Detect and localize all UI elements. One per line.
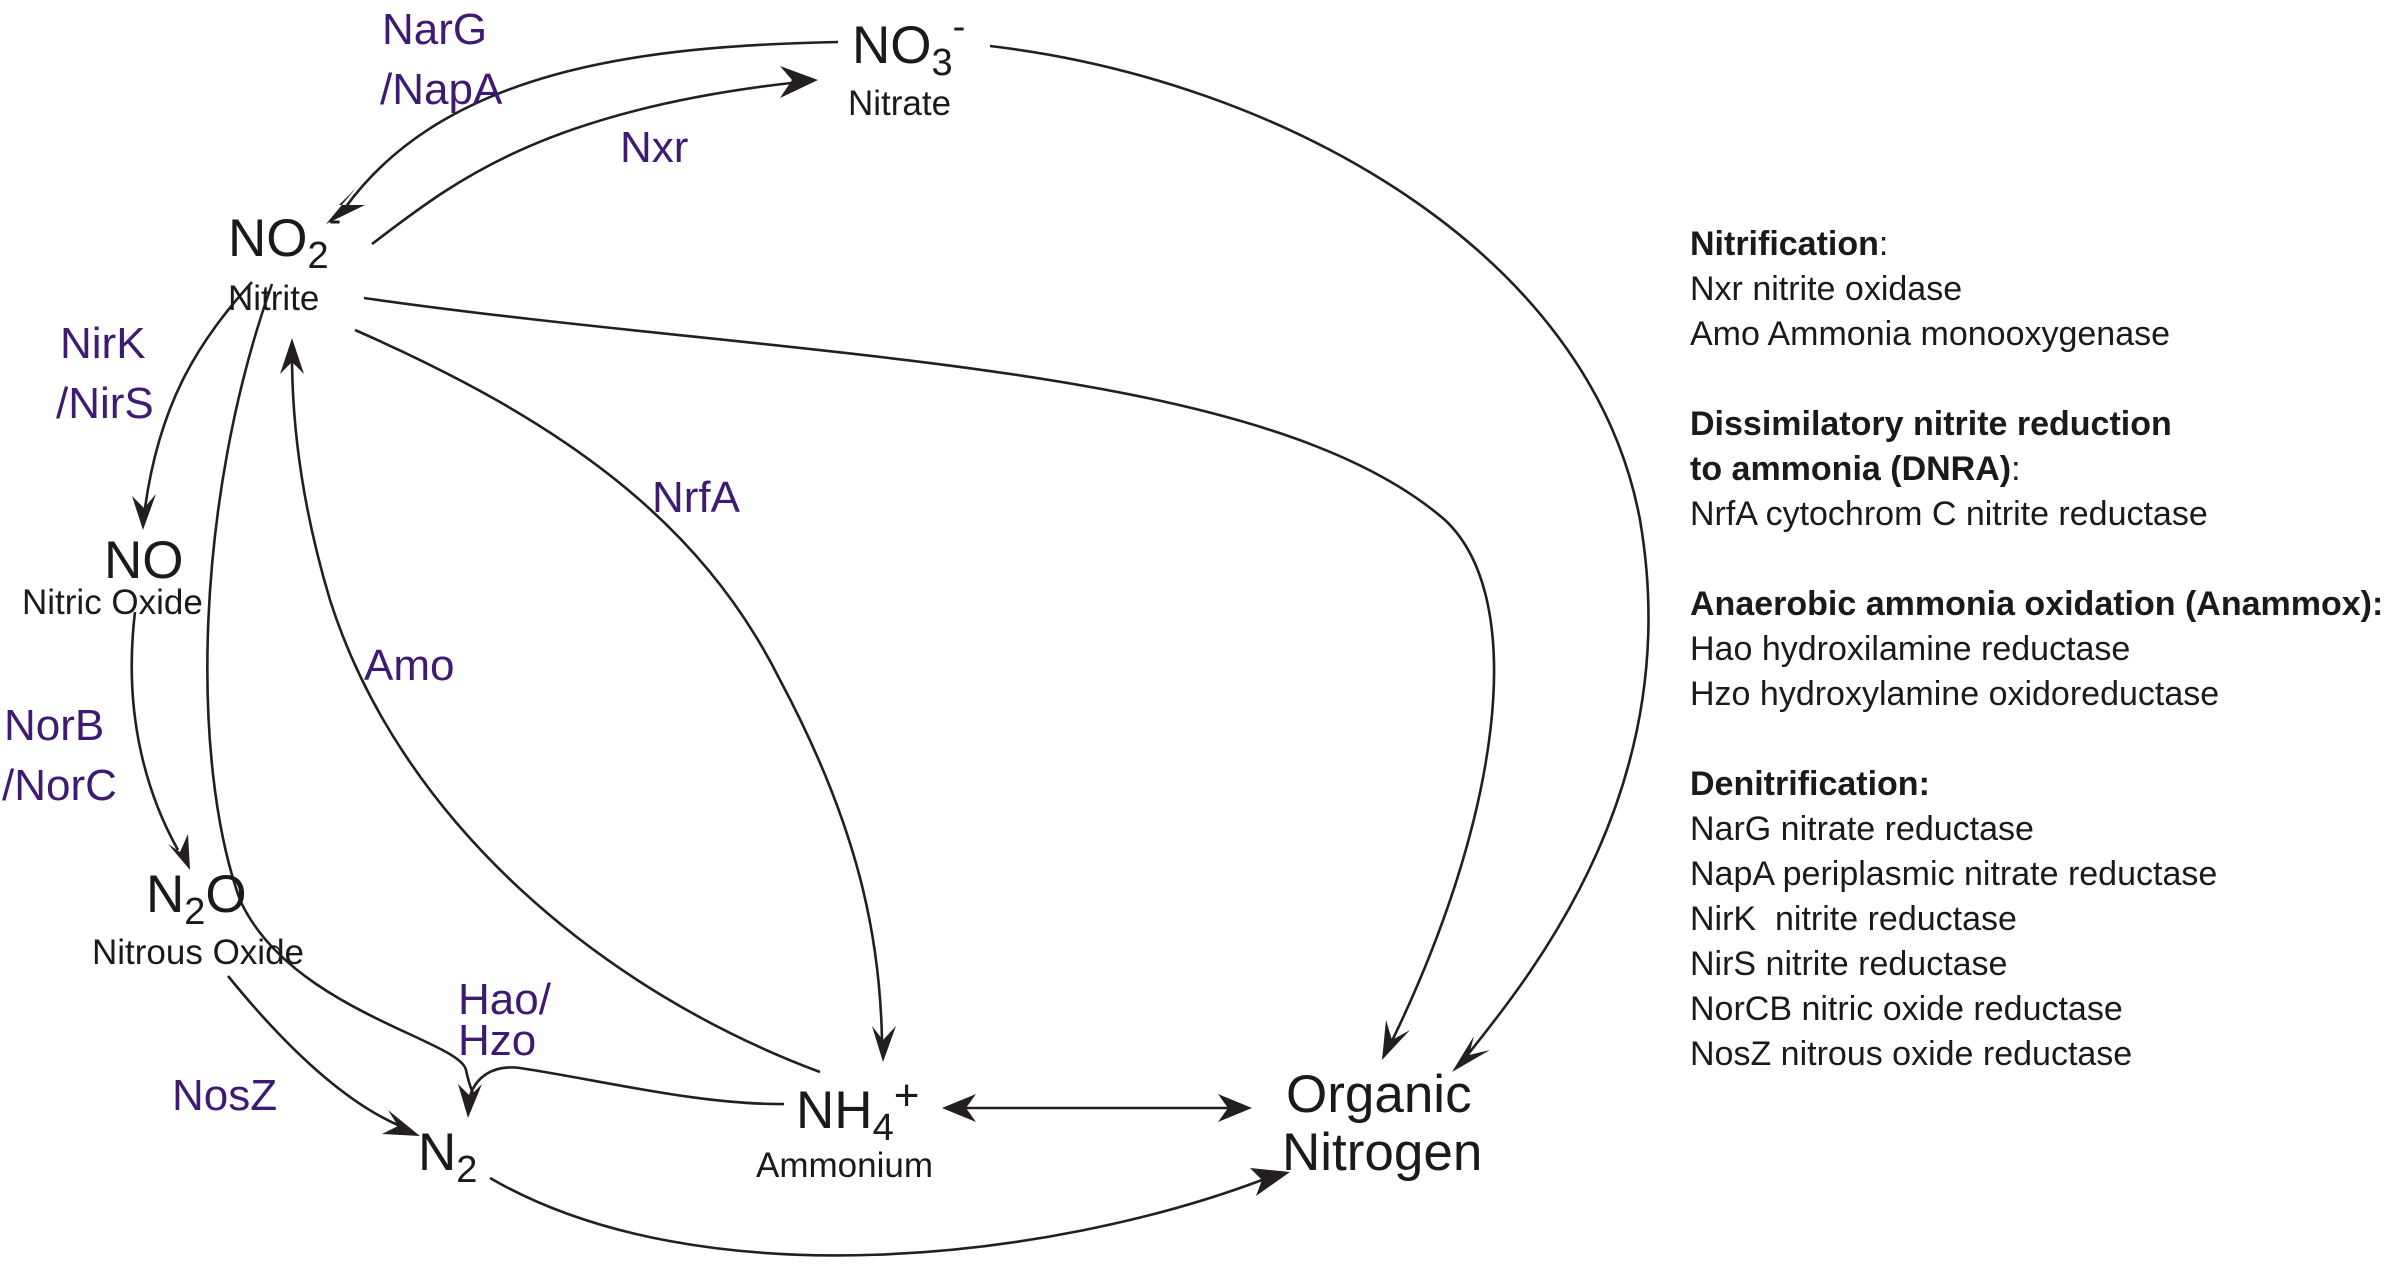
arrowhead-nitrate-to-nitrite [326,188,365,224]
nitrite-formula-sub: 2 [308,235,329,277]
node-nitric-oxide: NO Nitric Oxide [22,531,203,622]
arrow-nitrite-to-nitrate [371,80,801,246]
ammonium-name: Ammonium [756,1146,933,1185]
enzyme-hzo: Hzo [458,1016,536,1065]
arrow-nitrite-to-organic [363,296,1496,1046]
nitrite-name: Nitrite [228,279,319,318]
n2o-formula-base: N [146,865,184,924]
enzyme-napa: /NapA [380,65,503,114]
nitrate-formula-sub: 3 [932,42,953,84]
arrowhead-n2-to-organic [1250,1168,1290,1196]
legend-item: NosZ nitrous oxide reductase [1690,1035,2133,1073]
node-ammonium: NH4+ Ammonium [756,1071,933,1185]
enzyme-amo: Amo [364,641,454,690]
organic-line2: Nitrogen [1282,1123,1482,1182]
arrowhead-nitrite-to-nitrate [780,66,818,98]
nh4-formula-sub: 4 [873,1107,894,1149]
legend-section-nitrification: Nitrification: Nxr nitrite oxidase Amo A… [1690,222,2404,357]
n2-formula-sub: 2 [456,1149,477,1191]
enzyme-nrfa: NrfA [652,473,741,522]
arrow-nitrite-to-no [143,281,253,509]
enzyme-nxr: Nxr [620,123,688,172]
nh4-formula-sup: + [894,1071,920,1120]
legend-title: Nitrification: [1690,222,2404,267]
arrow-n2o-to-n2 [226,975,401,1128]
n2-formula-base: N [418,1123,456,1182]
arrows [130,40,1650,1257]
legend-item: Hzo hydroxylamine oxidoreductase [1690,675,2220,713]
legend-item: Amo Ammonia monooxygenase [1690,315,2171,353]
arrow-nitrate-to-nitrite [343,40,839,209]
legend-item: NarG nitrate reductase [1690,810,2034,848]
node-nitrate: NO3- Nitrate [848,6,965,123]
enzyme-norc: /NorC [2,761,117,810]
node-dinitrogen: N2 [418,1123,477,1191]
svg-text:NO3-: NO3- [852,6,965,84]
legend-item: NirK nitrite reductase [1690,900,2017,938]
arrow-n2-to-organic [489,1176,1263,1257]
arrowhead-n2o-to-n2 [382,1110,420,1136]
n2o-formula-tail: O [205,865,246,924]
legend-item: NapA periplasmic nitrate reductase [1690,855,2218,893]
arrowhead-no-to-n2o [168,834,190,870]
no-formula: NO [104,531,184,590]
arrowhead-ammonium-to-nitrite [280,338,304,374]
arrowhead-nitrite-to-no [132,494,156,530]
n2o-name: Nitrous Oxide [92,933,304,972]
arrowhead-nitrite-to-ammonium [872,1026,896,1062]
legend: Nitrification: Nxr nitrite oxidase Amo A… [1690,222,2404,1122]
arrow-ammonium-to-n2 [468,1066,785,1106]
arrowhead-anammox-to-n2 [458,1084,482,1118]
no-name: Nitric Oxide [22,583,203,622]
legend-title-text: Nitrification [1690,225,1879,263]
organic-line1: Organic [1286,1065,1472,1124]
legend-item: Nxr nitrite oxidase [1690,270,1963,308]
legend-title-text: Anaerobic ammonia oxidation (Anammox): [1690,585,2384,623]
legend-title-text: Denitrification: [1690,765,1930,803]
node-nitrite: NO2- Nitrite [228,199,341,318]
arrow-ammonium-to-nitrite [290,354,821,1074]
legend-section-denitrification: Denitrification: NarG nitrate reductase … [1690,762,2404,1077]
arrowhead-nitrate-to-organic [1452,1036,1490,1072]
legend-title-colon: : [1878,225,1889,263]
nitrite-formula-sup: - [329,199,342,241]
nitrogen-cycle-diagram: NO3- Nitrate NO2- Nitrite NO Nitric Oxid… [2,5,1650,1257]
legend-item: Hao hydroxilamine reductase [1690,630,2131,668]
arrowhead-organic-side [1218,1094,1252,1122]
legend-title-colon: : [2011,450,2021,488]
arrow-nitrite-to-n2 [206,283,476,1101]
legend-title-text-2: to ammonia (DNRA) [1690,450,2012,488]
enzyme-labels: NarG /NapA Nxr NirK /NirS NorB /NorC Nos… [2,5,741,1120]
nh4-formula-base: NH [796,1081,873,1140]
enzyme-nirs: /NirS [56,379,154,428]
legend-section-dnra: Dissimilatory nitrite reduction to ammon… [1690,402,2404,537]
arrowhead-nitrite-to-organic [1382,1020,1410,1060]
arrow-nitrate-to-organic [989,44,1650,1059]
legend-title: to ammonia (DNRA): [1690,447,2404,492]
node-nitrous-oxide: N2O Nitrous Oxide [92,865,304,972]
n2o-formula-sub: 2 [184,891,205,933]
enzyme-narg: NarG [382,5,487,54]
nitrate-name: Nitrate [848,84,951,123]
enzyme-norb: NorB [4,701,104,750]
node-organic-nitrogen: Organic Nitrogen [1282,1065,1482,1182]
enzyme-nosz: NosZ [172,1071,277,1120]
nitrate-formula-sup: - [953,6,966,48]
enzyme-nirk: NirK [60,319,146,368]
arrow-no-to-n2o [130,611,180,851]
svg-text:NH4+: NH4+ [796,1071,919,1149]
legend-item: NirS nitrite reductase [1690,945,2008,983]
arrow-nitrite-to-ammonium [354,328,884,1041]
nitrate-formula-base: NO [852,16,932,75]
svg-text:N2O: N2O [146,865,247,933]
legend-title-text: Dissimilatory nitrite reduction [1690,405,2172,443]
legend-item: NorCB nitric oxide reductase [1690,990,2123,1028]
legend-section-anammox: Anaerobic ammonia oxidation (Anammox): H… [1690,582,2404,717]
svg-text:N2: N2 [418,1123,477,1191]
svg-text:NO2-: NO2- [228,199,341,277]
nitrite-formula-base: NO [228,209,308,268]
legend-item: NrfA cytochrom C nitrite reductase [1690,495,2208,533]
arrowhead-ammonium-side [942,1094,976,1122]
enzyme-hao: Hao/ [458,975,552,1024]
